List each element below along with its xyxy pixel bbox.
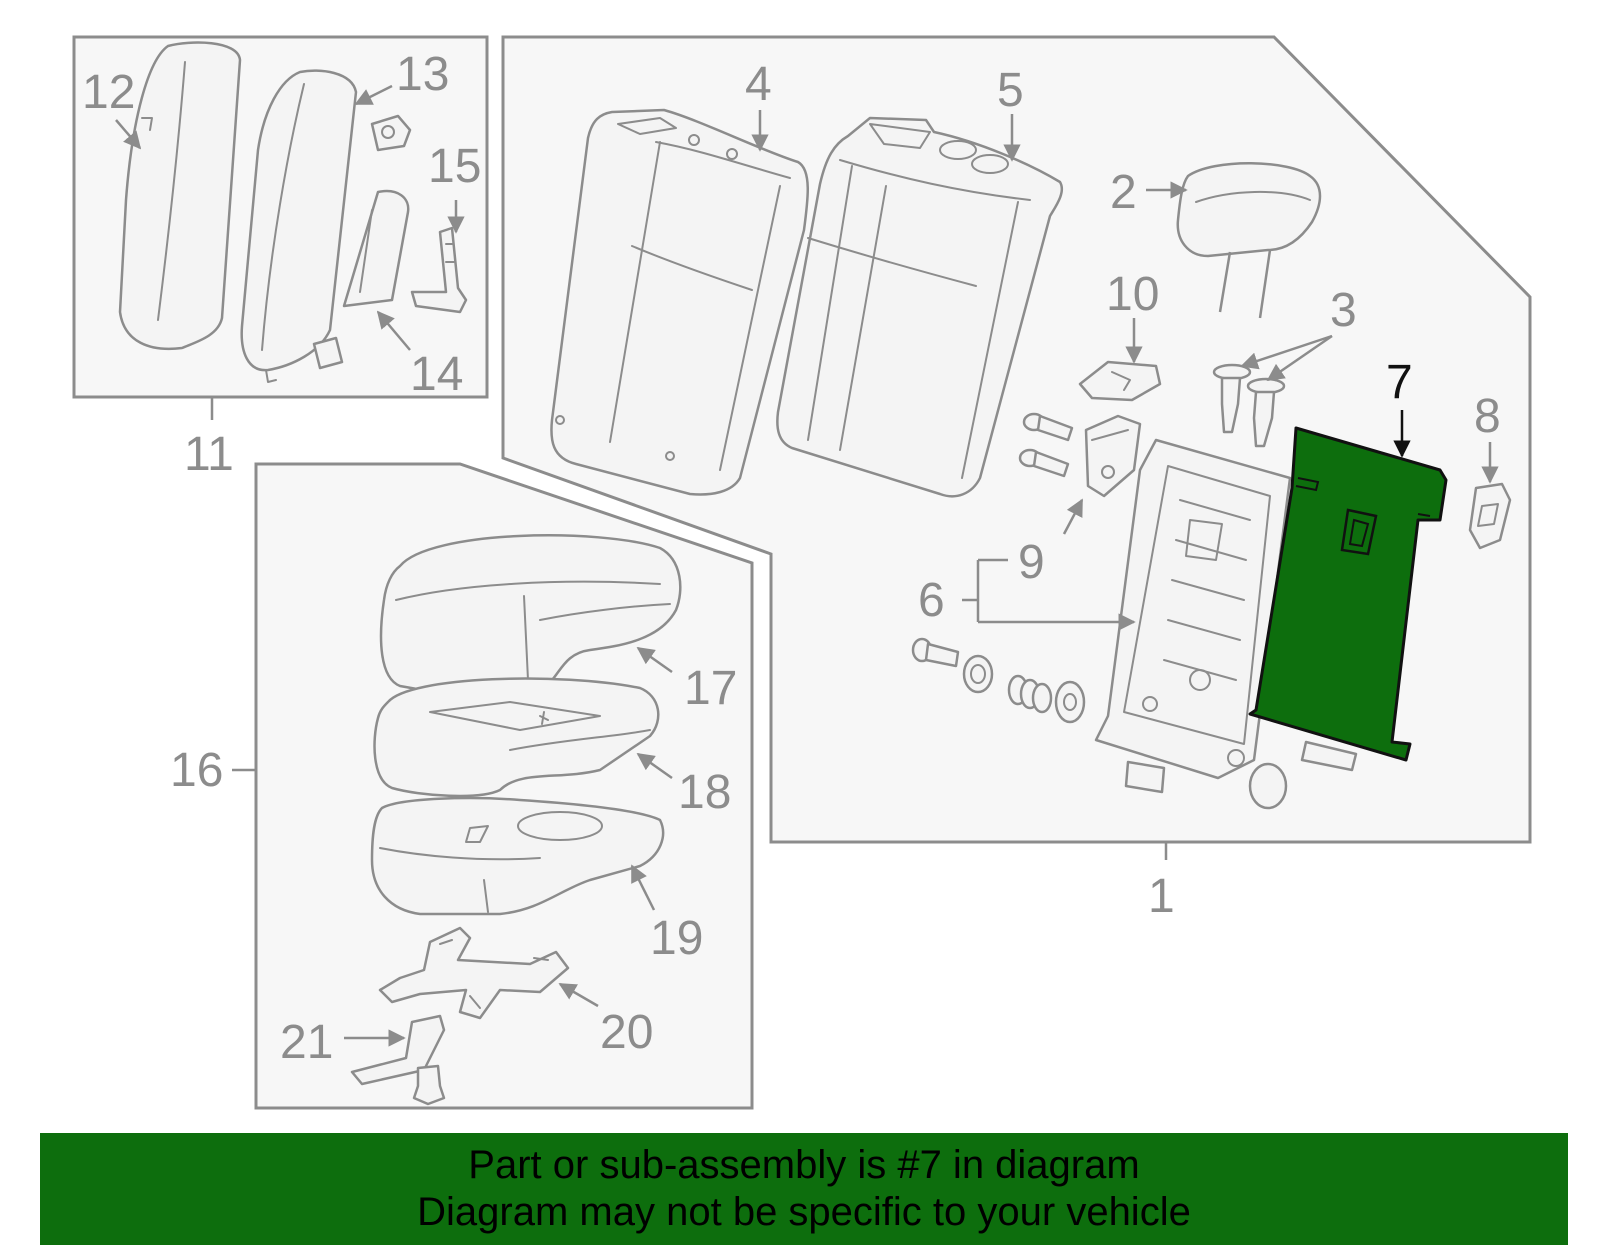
seat-back-panel-7[interactable] (1248, 426, 1448, 762)
cushion-cover-18 (373, 677, 660, 798)
banner-line-disclaimer: Diagram may not be specific to your vehi… (417, 1190, 1191, 1234)
armrest-clip-11 (312, 336, 344, 370)
cushion-pad-17 (379, 534, 682, 696)
side-trim-8 (1468, 482, 1512, 550)
callout-19: 19 (650, 912, 703, 965)
callout-17: 17 (684, 662, 737, 715)
armrest-bracket-14 (342, 189, 410, 308)
callout-13: 13 (396, 48, 449, 101)
callout-9: 9 (1018, 536, 1045, 589)
seat-back-cover-5 (776, 116, 1064, 498)
headrest-guide-3b (1246, 377, 1286, 448)
latch-9 (1084, 414, 1142, 498)
callout-3: 3 (1330, 284, 1357, 337)
bolt-9a (1022, 412, 1074, 442)
frame-pivot-bolt (911, 637, 960, 668)
callout-16: 16 (170, 744, 223, 797)
callout-6: 6 (918, 574, 945, 627)
callout-18: 18 (678, 766, 731, 819)
frame-spring (1007, 674, 1053, 714)
cushion-strap-21 (350, 1014, 446, 1106)
armrest-latch-13 (370, 114, 412, 152)
frame-bracket-right (1300, 740, 1358, 772)
armrest-hinge-15 (410, 226, 468, 314)
armrest-pad-13 (240, 69, 358, 383)
frame-bracket-left (1124, 760, 1166, 794)
callout-12: 12 (82, 66, 135, 119)
seat-back-frame-6 (1094, 438, 1292, 780)
callout-20: 20 (600, 1006, 653, 1059)
callout-7: 7 (1386, 356, 1413, 409)
callout-8: 8 (1474, 390, 1501, 443)
callout-11: 11 (184, 428, 234, 481)
callout-4: 4 (745, 58, 772, 111)
notice-banner: Part or sub-assembly is #7 in diagram Di… (40, 1133, 1568, 1245)
banner-line-part: Part or sub-assembly is #7 in diagram (468, 1143, 1140, 1187)
frame-cap (1248, 762, 1288, 810)
callout-14: 14 (410, 348, 463, 401)
callout-2: 2 (1110, 166, 1137, 219)
latch-bezel-10 (1078, 360, 1162, 402)
callout-10: 10 (1106, 268, 1159, 321)
frame-bushing (1054, 680, 1086, 724)
seat-back-cover-4 (550, 108, 810, 496)
leader-lines (115, 84, 1499, 1047)
headrest-2 (1176, 162, 1322, 319)
bolt-9b (1018, 448, 1070, 478)
callout-5: 5 (997, 64, 1024, 117)
callout-21: 21 (280, 1016, 333, 1069)
callout-15: 15 (428, 140, 481, 193)
cushion-bracket-20 (378, 926, 570, 1020)
frame-washer (962, 654, 994, 694)
callout-1: 1 (1148, 870, 1175, 923)
armrest-cover-12 (118, 41, 242, 351)
